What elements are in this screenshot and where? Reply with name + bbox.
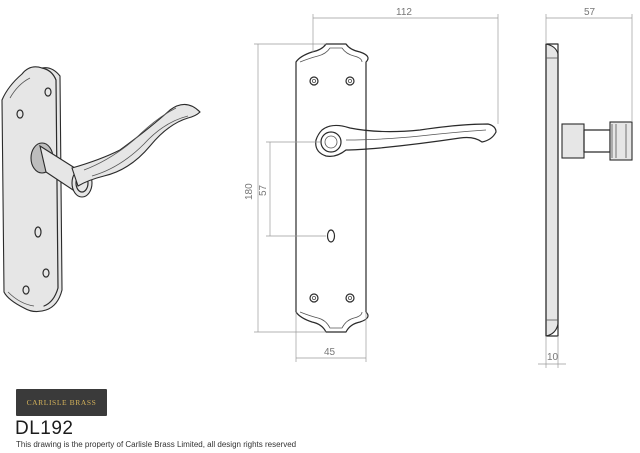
- copyright-notice: This drawing is the property of Carlisle…: [16, 440, 297, 449]
- perspective-view: [1, 66, 201, 313]
- side-view: 57 10: [538, 7, 633, 368]
- side-backplate: [545, 43, 559, 337]
- dimension-projection: 57: [545, 7, 633, 122]
- svg-text:180: 180: [244, 183, 255, 200]
- brand-logo: CARLISLE BRASS: [16, 389, 107, 416]
- perspective-lever: [71, 103, 201, 187]
- svg-text:45: 45: [324, 347, 336, 358]
- dimension-lever-to-keyhole: 57: [258, 141, 326, 237]
- svg-text:57: 57: [258, 184, 269, 196]
- screw-holes: [309, 76, 355, 303]
- keyhole: [326, 229, 336, 243]
- dimension-overall-length: 112: [312, 7, 499, 124]
- dimension-plate-height: 180: [244, 43, 326, 333]
- front-lever: [315, 123, 497, 157]
- svg-text:112: 112: [396, 7, 412, 18]
- dimension-plate-width: 45: [295, 312, 367, 362]
- front-backplate: [295, 43, 369, 333]
- side-rose: [561, 123, 585, 159]
- product-code: DL192: [15, 418, 74, 439]
- svg-text:57: 57: [584, 7, 596, 18]
- dimension-plate-thickness: 10: [538, 336, 566, 368]
- svg-text:10: 10: [547, 352, 559, 363]
- front-view: 112 180 57 45: [244, 7, 499, 362]
- brand-name: CARLISLE BRASS: [26, 398, 97, 407]
- perspective-backplate: [1, 66, 63, 313]
